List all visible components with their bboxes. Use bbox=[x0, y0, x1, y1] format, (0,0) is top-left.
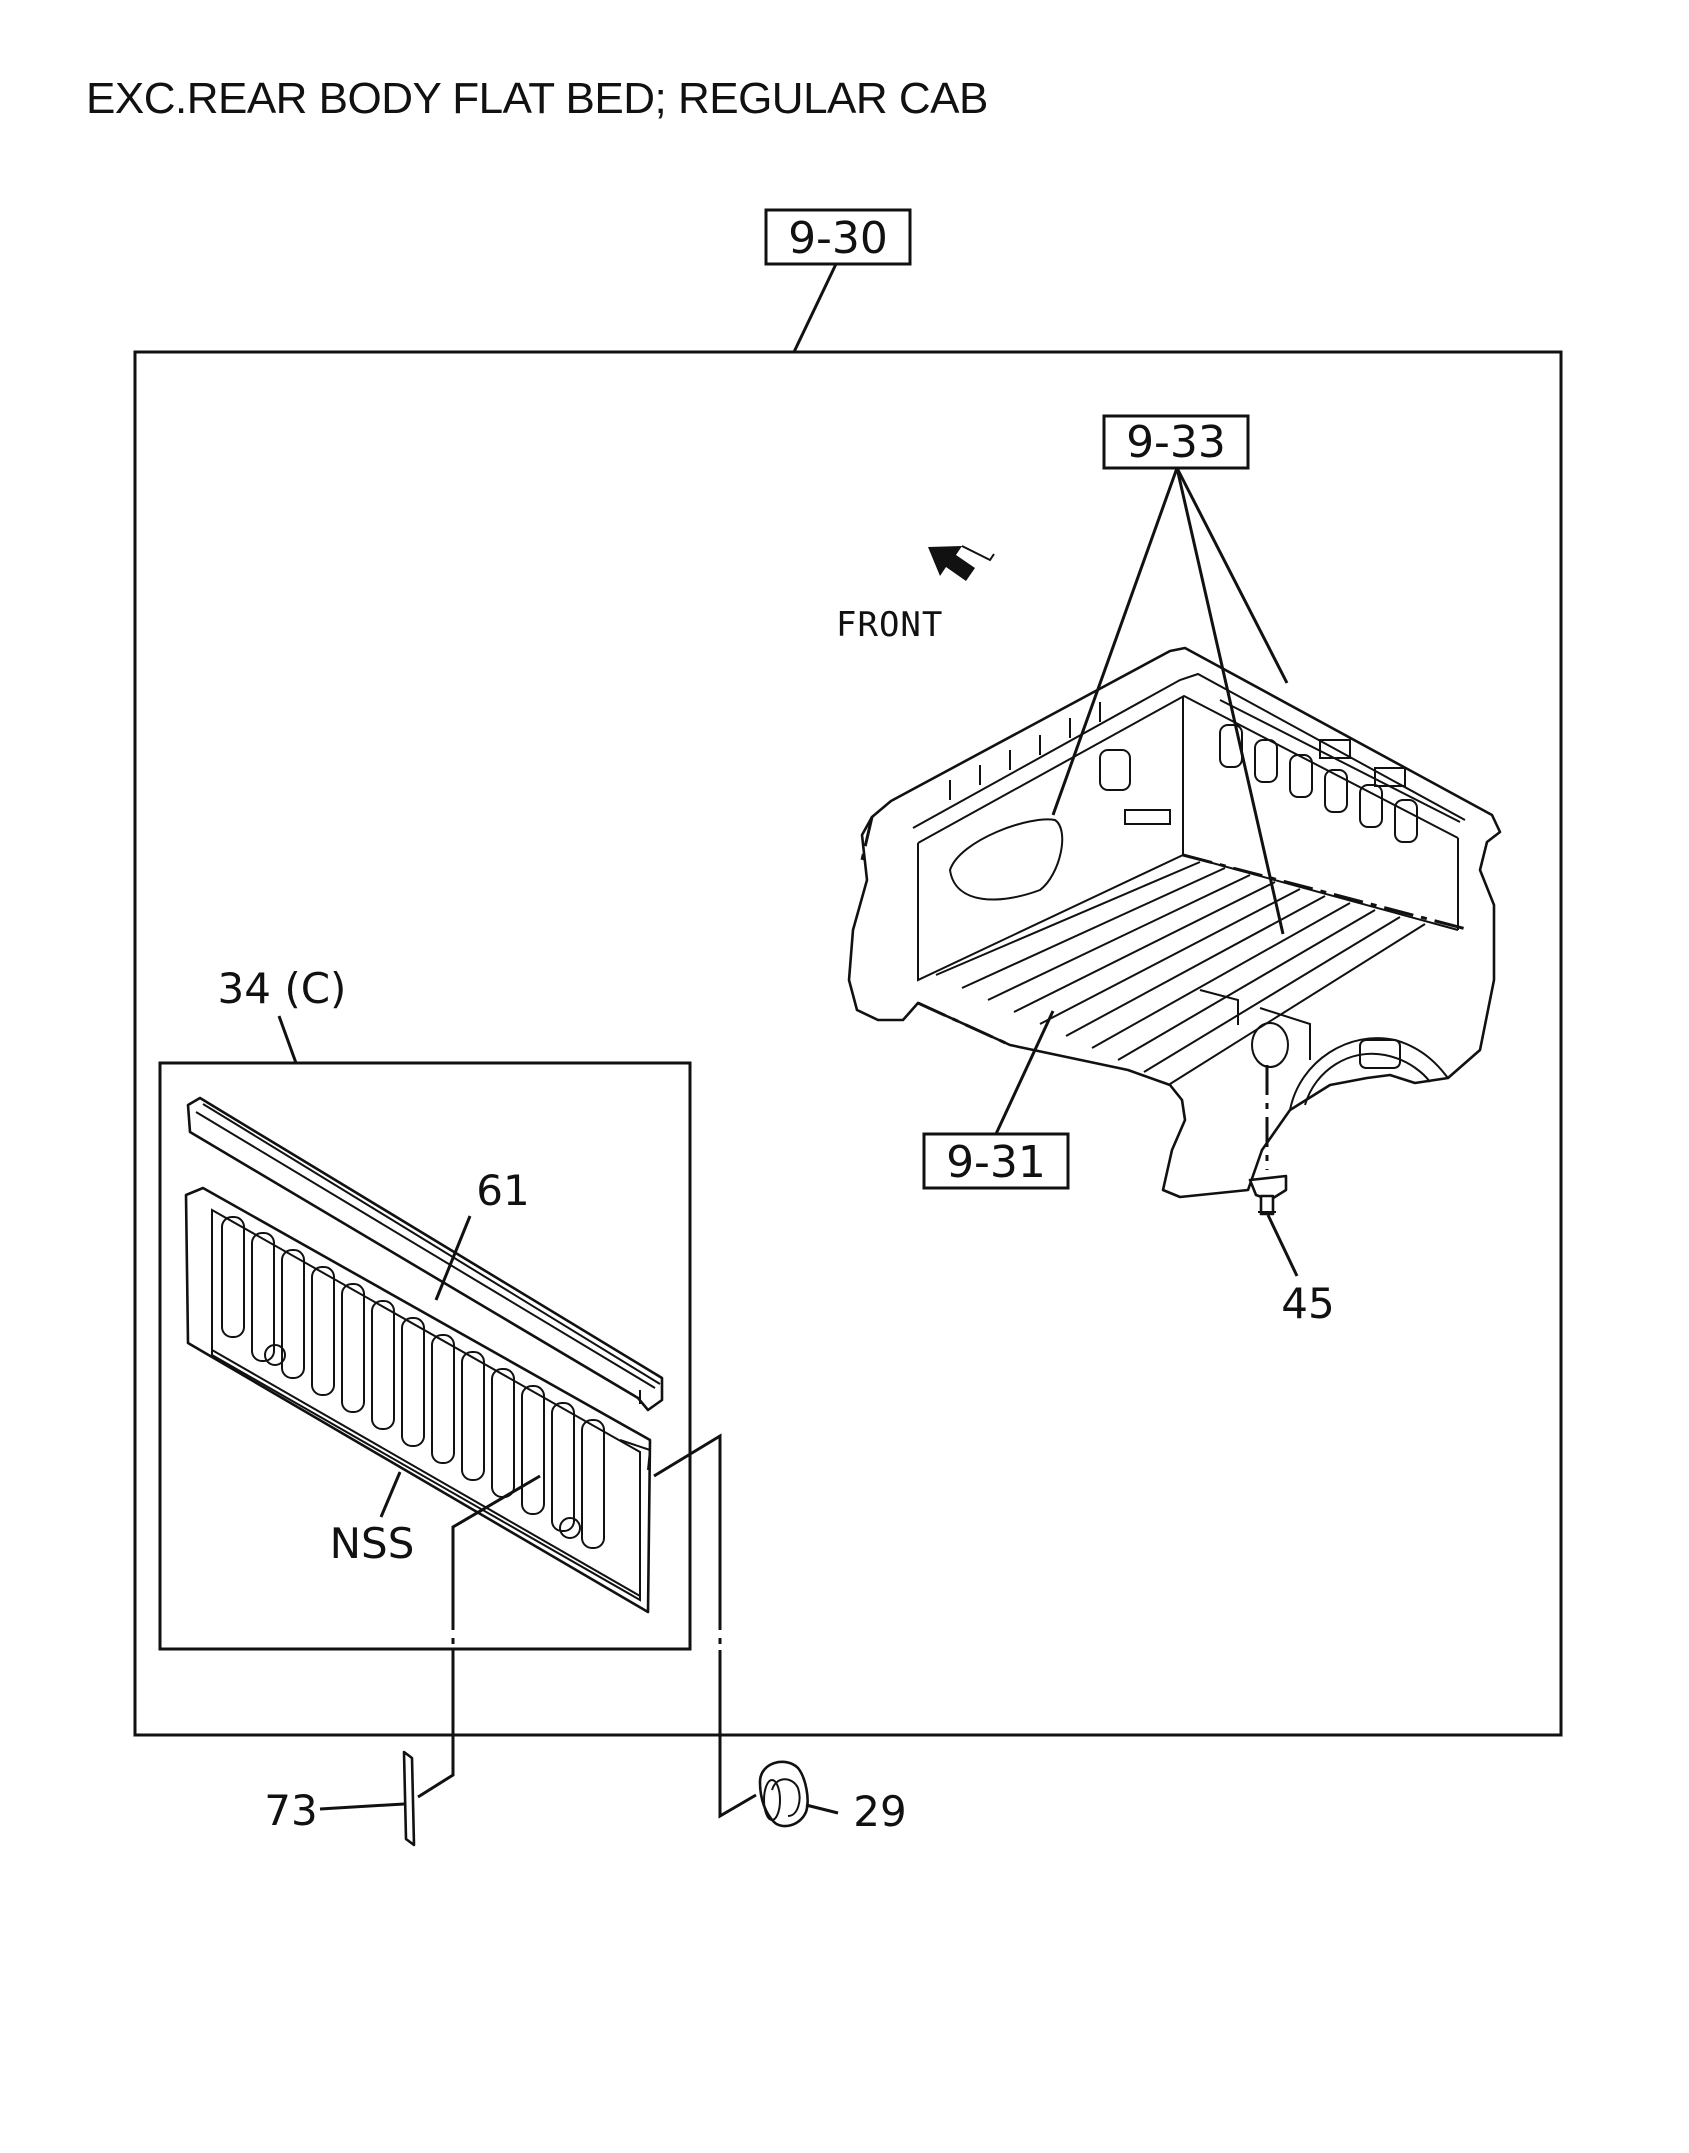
ref-label-9-30: 9-30 bbox=[788, 213, 888, 264]
front-arrow-icon bbox=[928, 546, 975, 581]
callout-45: 45 bbox=[1281, 1279, 1334, 1328]
plate-73 bbox=[402, 1750, 416, 1847]
tailgate-subassembly-frame bbox=[158, 1061, 692, 1651]
ref-box-9-30 bbox=[764, 208, 912, 266]
callout-73: 73 bbox=[264, 1786, 317, 1835]
leader-9-30 bbox=[792, 263, 838, 353]
callout-34c: 34 (C) bbox=[218, 964, 347, 1013]
front-direction-label: FRONT bbox=[836, 605, 943, 645]
callout-61: 61 bbox=[476, 1166, 529, 1215]
bumper-29 bbox=[758, 1760, 809, 1828]
callout-29: 29 bbox=[853, 1787, 906, 1836]
callout-nss: NSS bbox=[330, 1519, 415, 1568]
bolt-45 bbox=[1248, 1065, 1288, 1216]
ref-label-9-31: 9-31 bbox=[946, 1137, 1046, 1188]
ref-label-9-33: 9-33 bbox=[1126, 417, 1226, 468]
tailgate-top-rail-61 bbox=[186, 1096, 664, 1412]
tailgate-panel bbox=[184, 1186, 652, 1614]
page-title: EXC.REAR BODY FLAT BED; REGULAR CAB bbox=[86, 74, 988, 123]
truck-bed-illustration bbox=[847, 646, 1502, 1199]
main-assembly-frame bbox=[133, 350, 1563, 1737]
